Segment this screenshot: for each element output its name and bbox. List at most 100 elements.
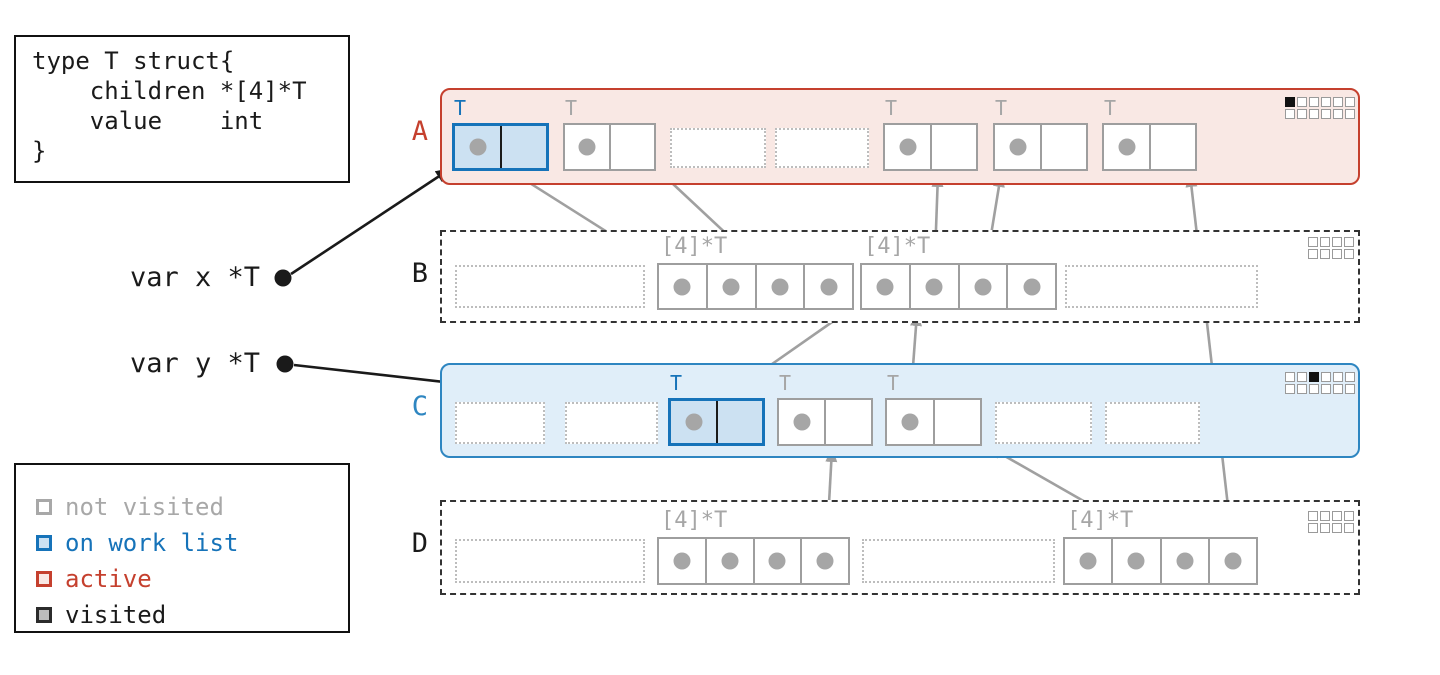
allocation-bitmap-D <box>1308 511 1354 533</box>
array-cell <box>802 539 848 583</box>
legend-item-visited: visited <box>36 597 348 633</box>
bitmap-cell <box>1321 372 1331 382</box>
allocation-bitmap-A <box>1285 97 1355 119</box>
bitmap-cell <box>1320 237 1330 247</box>
array-type-label: [4]*T <box>661 508 728 533</box>
bitmap-cell <box>1321 97 1331 107</box>
allocation-bitmap-B <box>1308 237 1354 259</box>
array-type-label: [4]*T <box>661 234 728 259</box>
array-object <box>657 537 850 585</box>
bitmap-cell <box>1344 237 1354 247</box>
array-cell <box>960 265 1009 308</box>
field-divider <box>715 401 718 443</box>
code-line: type T struct{ <box>32 47 235 75</box>
bitmap-cell <box>1320 511 1330 521</box>
pointer-slot-dot <box>1176 552 1194 570</box>
free-slot <box>455 539 645 583</box>
array-cell <box>1008 265 1055 308</box>
t-object <box>993 123 1088 171</box>
type-label: T <box>565 96 578 120</box>
pointer-slot-dot <box>876 278 894 295</box>
pointer-slot-dot <box>974 278 992 295</box>
t-object <box>883 123 978 171</box>
free-slot <box>670 128 766 168</box>
array-cell <box>1113 539 1162 583</box>
pointer-slot-dot <box>578 138 596 156</box>
span-letter-C: C <box>411 391 428 422</box>
field-divider <box>608 125 611 169</box>
legend-item-not-visited: not visited <box>36 489 348 525</box>
pointer-slot-dot <box>721 552 739 570</box>
type-label: T <box>885 96 898 120</box>
array-cell <box>1162 539 1210 583</box>
on-work-list-swatch-icon <box>36 535 52 551</box>
pointer-slot-dot <box>673 552 691 570</box>
array-cell <box>911 265 960 308</box>
bitmap-cell <box>1285 109 1295 119</box>
bitmap-cell <box>1333 109 1343 119</box>
field-divider <box>929 125 932 169</box>
pointer-slot-dot <box>1079 552 1097 570</box>
bitmap-cell <box>1344 523 1354 533</box>
t-object <box>1102 123 1197 171</box>
pointer-slot-dot <box>685 413 703 431</box>
bitmap-cell <box>1297 109 1307 119</box>
field-divider <box>824 400 826 444</box>
field-divider <box>499 126 502 168</box>
code-line: children *[4]*T <box>32 77 307 105</box>
bitmap-cell <box>1285 97 1295 107</box>
pointer-slot-dot <box>1127 552 1145 570</box>
var-y-label: var y *T <box>130 348 261 379</box>
field-divider <box>1148 125 1151 169</box>
pointer-slot-dot <box>1009 138 1027 156</box>
t-object-on-worklist <box>668 398 765 446</box>
bitmap-cell <box>1333 384 1343 394</box>
bitmap-cell <box>1321 109 1331 119</box>
span-letter-A: A <box>411 116 428 147</box>
pointer-slot-dot <box>793 413 811 431</box>
pointer-slot-dot <box>722 278 740 295</box>
bitmap-cell <box>1345 109 1355 119</box>
active-swatch-icon <box>36 571 52 587</box>
array-cell <box>757 265 806 308</box>
bitmap-cell <box>1309 97 1319 107</box>
pointer-slot-dot <box>469 138 487 156</box>
bitmap-cell <box>1333 97 1343 107</box>
bitmap-cell <box>1345 97 1355 107</box>
pointer-slot-dot <box>768 552 786 570</box>
pointer-slot-dot <box>901 413 919 431</box>
type-label: T <box>454 96 467 120</box>
bitmap-cell <box>1308 237 1318 247</box>
array-object <box>1063 537 1258 585</box>
struct-definition-box: type T struct{ children *[4]*T value int… <box>14 35 350 183</box>
pointer-slot-dot <box>899 138 917 156</box>
t-object-on-worklist <box>452 123 549 171</box>
bitmap-cell <box>1332 523 1342 533</box>
pointer-slot-dot <box>816 552 834 570</box>
bitmap-cell <box>1297 97 1307 107</box>
field-divider <box>932 400 935 444</box>
array-type-label: [4]*T <box>864 234 931 259</box>
span-letter-D: D <box>411 528 428 559</box>
allocation-bitmap-C <box>1285 372 1355 394</box>
array-object <box>657 263 854 310</box>
t-object <box>885 398 982 446</box>
legend-label: active <box>65 565 152 593</box>
bitmap-cell <box>1332 511 1342 521</box>
free-slot <box>455 402 545 444</box>
type-label: T <box>1104 96 1117 120</box>
var-x-label: var x *T <box>130 262 261 293</box>
legend-label: visited <box>65 601 167 629</box>
array-cell <box>1065 539 1114 583</box>
array-cell <box>659 265 708 308</box>
legend-item-active: active <box>36 561 348 597</box>
pointer-slot-dot <box>1023 278 1041 295</box>
free-slot <box>565 402 658 444</box>
bitmap-cell <box>1297 384 1307 394</box>
free-slot <box>1105 402 1200 444</box>
t-object <box>777 398 873 446</box>
bitmap-cell <box>1320 249 1330 259</box>
free-slot <box>775 128 869 168</box>
code-line: value int <box>32 107 264 135</box>
